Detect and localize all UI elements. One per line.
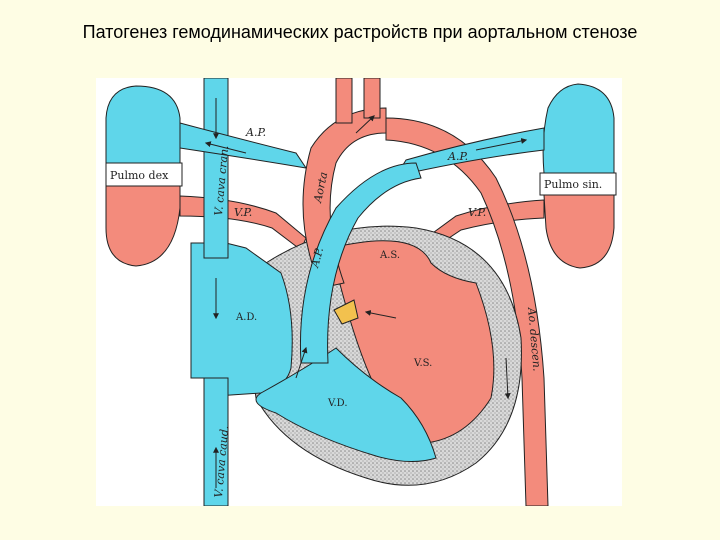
label-ap-left: A.P. <box>447 150 468 163</box>
label-ao-descen: Ao. descen. <box>525 306 544 372</box>
label-aorta: Aorta <box>311 171 330 205</box>
vena-cava-caudalis <box>203 377 229 506</box>
brachiocephalic-vessel-2 <box>363 78 381 119</box>
arrow-rv-pa <box>295 346 308 379</box>
vena-cava-cranialis <box>203 78 229 259</box>
pulmo-dex-label: Pulmo dex <box>110 169 169 182</box>
label-vs: V.S. <box>413 358 432 369</box>
arrow-ap-left <box>475 137 528 151</box>
heart-diagram-svg: Pulmo dex Pulmo sin. A.P. A.P. A.P. Aort… <box>105 78 617 506</box>
arrow-aorta-up <box>355 115 375 134</box>
label-vd: V.D. <box>327 398 348 409</box>
stenotic-aortic-valve <box>333 299 359 325</box>
pulmo-dex-lower <box>105 185 181 267</box>
pulmo-dex-label-box <box>105 162 183 187</box>
label-vp-left: V.P. <box>468 206 486 219</box>
right-ventricle <box>255 347 437 462</box>
pulmo-sin-lower <box>543 194 615 269</box>
label-ap-right: A.P. <box>245 126 266 139</box>
truncus-pulmonalis <box>299 162 422 364</box>
pulmo-dex-shape <box>105 85 181 164</box>
arrow-ao-descen <box>504 357 511 400</box>
label-ad: A.D. <box>235 312 257 323</box>
pulmo-sin-label: Pulmo sin. <box>544 178 602 191</box>
vena-pulmonalis-right <box>179 195 307 251</box>
arteria-pulmonalis-right <box>179 122 308 169</box>
label-v-cava-cran: V. cava cran. <box>212 145 231 216</box>
label-v-cava-caud: V. cava caud. <box>212 425 231 498</box>
label-as: A.S. <box>379 250 400 261</box>
arrow-ap-right <box>204 141 247 154</box>
label-vp-right: V.P. <box>234 206 252 219</box>
brachiocephalic-vessel-1 <box>335 78 353 124</box>
pulmo-sin-label-box <box>539 172 617 196</box>
slide-title: Патогенез гемодинамических растройств пр… <box>82 22 638 42</box>
arrow-lv-outflow <box>364 309 397 319</box>
left-ventricle <box>330 240 495 444</box>
heart-diagram: Pulmo dex Pulmo sin. A.P. A.P. A.P. Aort… <box>96 78 622 506</box>
label-ap-trunk: A.P. <box>308 246 326 270</box>
pulmo-sin-shape <box>542 83 615 174</box>
